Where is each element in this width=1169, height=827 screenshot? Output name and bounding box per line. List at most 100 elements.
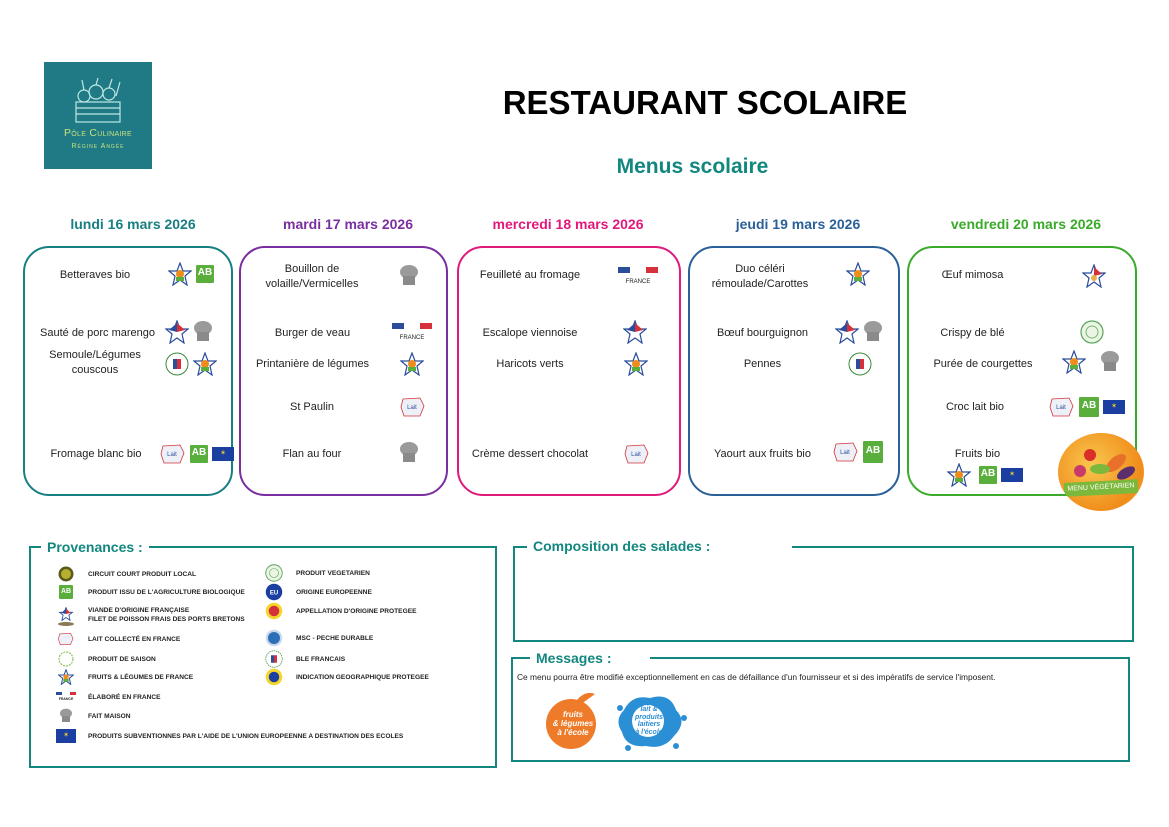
viande-francaise-icon [835,320,859,344]
fruits-legumes-france-icon [193,352,217,376]
menu-item: Fruits bio [954,448,1001,460]
eu-flag-icon: ✶ [56,729,76,743]
menu-item: Croc lait bio [945,401,1005,413]
igp-icon [264,668,284,686]
vegetable-crate-icon [75,77,121,123]
svg-text:Lait: Lait [167,452,177,458]
legend-item: MSC - PECHE DURABLE [264,629,373,647]
legend-item: INDICATION GEOGRAPHIQUE PROTEGEE [264,668,429,686]
viande-francaise-icon [623,320,647,344]
svg-text:Lait: Lait [840,450,850,456]
day-label-thursday: jeudi 19 mars 2026 [735,216,861,232]
viande-francaise-icon [56,604,76,630]
eu-flag-icon: ✶ [212,447,234,461]
fruits-legumes-france-icon [56,669,76,685]
legend-item: CIRCUIT COURT PRODUIT LOCAL [56,566,196,582]
ble-francais-icon [264,650,284,668]
menu-item: Sauté de porc marengo [40,327,155,339]
menu-item: Duo céléri rémoulade/Carottes [711,263,809,290]
pole-culinaire-logo: Pôle Culinaire Régine Angée [44,62,152,169]
agriculture-bio-icon: AB [863,441,883,463]
origine-europeenne-icon: EU [264,583,284,601]
ble-francais-icon [165,352,189,376]
day-label-wednesday: mercredi 18 mars 2026 [492,216,644,232]
fruits-legumes-france-icon [624,352,648,376]
day-label-monday: lundi 16 mars 2026 [70,216,196,232]
fait-maison-icon [400,442,418,462]
vegetables-illustration-icon [1074,449,1136,480]
menu-item: Crème dessert chocolat [471,448,589,460]
page-subtitle: Menus scolaire [616,155,769,178]
lait-france-icon: Lait [160,444,185,464]
logo-subname: Régine Angée [71,143,125,150]
menu-item: Bouillon de volaille/Vermicelles [265,263,359,290]
legend-item: EU ORIGINE EUROPEENNE [264,583,372,601]
menu-item: Œuf mimosa [941,269,1004,281]
fait-maison-icon [400,265,418,285]
agriculture-bio-icon: AB [56,585,76,599]
menu-item: Yaourt aux fruits bio [713,448,811,460]
legend-item: BLE FRANCAIS [264,650,345,668]
salades-title: Composition des salades : [527,538,792,554]
legend-item: ✶ PRODUITS SUBVENTIONNES PAR L'AIDE DE L… [56,729,403,743]
legend-item: PRODUIT VEGETARIEN [264,564,370,582]
day-box-thursday [688,246,900,496]
produit-vegetarien-icon [1080,320,1104,344]
day-box-monday [23,246,233,496]
menu-vegetarien-badge: MENU VÉGÉTARIEN [1058,433,1144,511]
fait-maison-icon [1101,351,1119,371]
lait-produits-laitiers-ecole-logo: lait & produits laitiers à l'école [614,690,689,752]
fish-icon [58,622,74,626]
menu-item: Bœuf bourguignon [716,327,809,339]
elabore-en-france-icon: FRANCE [618,267,658,285]
agriculture-bio-icon: AB [1079,397,1099,417]
provenances-title: Provenances : [41,539,149,555]
agriculture-bio-icon: AB [979,466,997,484]
svg-text:FRANCE: FRANCE [59,697,74,701]
legend-item: FRUITS & LÉGUMES DE FRANCE [56,669,193,685]
fruits-legumes-france-icon [168,262,192,286]
logo-name: Pôle Culinaire [64,127,132,139]
messages-box [511,657,1130,762]
svg-text:Lait: Lait [1056,405,1066,411]
menu-item: Flan au four [282,448,342,460]
elabore-en-france-icon: FRANCE [56,690,76,704]
menu-item: Pennes [743,358,782,370]
menu-item: Fromage blanc bio [50,448,142,460]
svg-text:FRANCE: FRANCE [626,279,651,285]
day-box-wednesday [457,246,681,496]
agriculture-bio-icon: AB [190,445,208,463]
agriculture-bio-icon: AB [196,265,214,283]
lait-france-icon: Lait [833,442,858,462]
oeufs-france-icon [1082,264,1106,288]
provenances-box [29,546,497,768]
day-label-tuesday: mardi 17 mars 2026 [283,216,413,232]
fruits-legumes-france-icon [846,262,870,286]
eu-flag-icon: ✶ [1001,468,1023,482]
menu-item: Crispy de blé [940,327,1005,339]
produit-saison-icon [56,651,76,667]
lait-france-icon: Lait [1049,397,1074,417]
fruits-legumes-france-icon [1062,350,1086,374]
legend-item: LAIT COLLECTÉ EN FRANCE [56,632,180,646]
fruits-legumes-france-icon [400,352,424,376]
ble-francais-icon [848,352,872,376]
salades-box [513,546,1134,642]
menu-item: Semoule/Légumes couscous [49,349,141,376]
svg-text:Lait: Lait [407,405,417,411]
menu-item: St Paulin [289,401,335,413]
legend-item: PRODUIT DE SAISON [56,651,156,667]
day-label-friday: vendredi 20 mars 2026 [950,216,1102,232]
message-text: Ce menu pourra être modifié exceptionnel… [517,672,996,682]
aop-icon [264,602,284,620]
svg-text:FRANCE: FRANCE [400,335,425,341]
svg-text:EU: EU [270,590,278,596]
menu-item: Feuilleté au fromage [479,269,581,281]
menu-item: Printanière de légumes [255,358,370,370]
menu-item: Escalope viennoise [482,327,578,339]
lait-france-icon: Lait [400,397,425,417]
msc-icon [264,629,284,647]
produit-vegetarien-icon [264,564,284,582]
eu-flag-icon: ✶ [1103,400,1125,414]
